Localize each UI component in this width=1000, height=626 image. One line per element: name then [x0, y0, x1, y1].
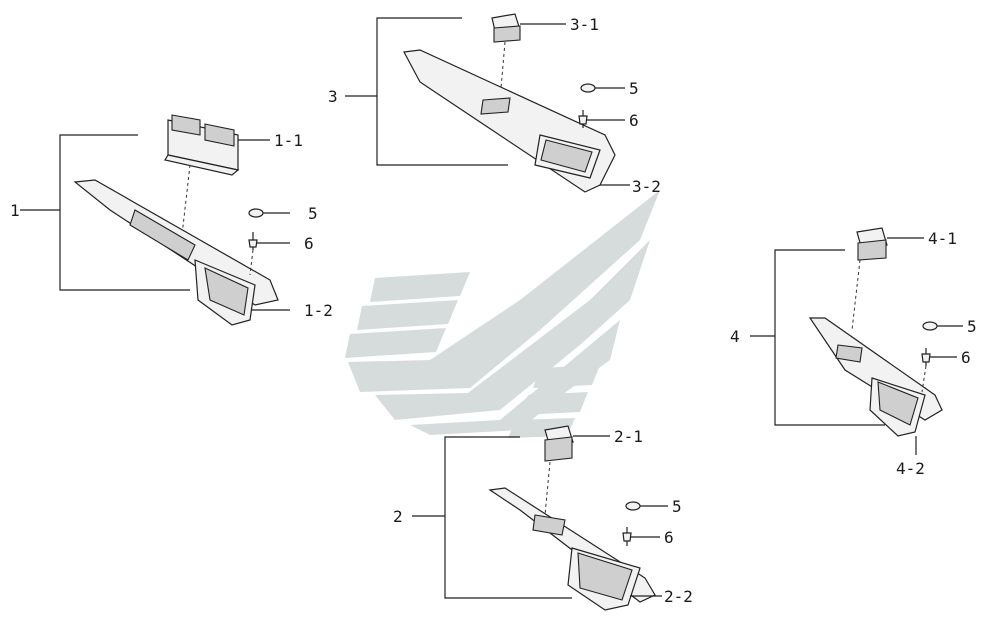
window-switch-1-1 [164, 114, 240, 176]
callout-1-2: 1-2 [304, 301, 333, 320]
bracket-3 [376, 17, 508, 166]
callout-3: 3 [328, 87, 338, 106]
armrest-panel-3 [403, 49, 616, 193]
clip-ring-5 [922, 321, 938, 331]
callout-3-5: 5 [629, 79, 639, 98]
callout-2-1: 2-1 [614, 427, 643, 446]
screw-6 [921, 348, 931, 366]
callout-3-6: 6 [629, 111, 639, 130]
callout-1-6: 6 [304, 234, 314, 253]
callout-1-5: 5 [308, 204, 318, 223]
assembly-group-4: 4 4-1 4-2 5 6 [730, 227, 977, 478]
callout-2-5: 5 [672, 497, 682, 516]
bracket-1 [59, 134, 190, 291]
window-switch-4-1 [856, 227, 888, 261]
callout-4-2: 4-2 [896, 459, 925, 478]
callout-4-6: 6 [961, 348, 971, 367]
clip-ring-5 [625, 501, 641, 511]
bracket-2 [444, 436, 572, 599]
callout-1-1: 1-1 [274, 131, 303, 150]
clip-ring-5 [580, 83, 596, 93]
window-switch-2-1 [544, 425, 574, 462]
armrest-panel-1 [73, 179, 279, 326]
callout-4-1: 4-1 [928, 229, 957, 248]
screw-6 [248, 232, 258, 250]
screw-6 [578, 110, 588, 128]
window-switch-3-1 [491, 13, 521, 43]
assembly-group-3: 3 3-1 3-2 5 6 [328, 13, 661, 196]
callout-2-6: 6 [664, 528, 674, 547]
callout-4: 4 [730, 327, 740, 346]
bracket-4 [774, 249, 885, 426]
clip-ring-5 [248, 208, 264, 218]
callout-2-2: 2-2 [664, 587, 693, 606]
assembly-group-2: 2 2-1 2-2 5 6 [393, 425, 693, 611]
screw-6 [622, 527, 632, 546]
callout-3-1: 3-1 [570, 15, 599, 34]
assembly-group-1: 1 1-1 1-2 5 6 [10, 114, 333, 326]
armrest-panel-2 [488, 487, 656, 611]
callout-2: 2 [393, 507, 403, 526]
watermark-logo [345, 190, 660, 438]
callout-3-2: 3-2 [632, 177, 661, 196]
callout-1: 1 [10, 201, 20, 220]
armrest-panel-4 [808, 317, 943, 437]
callout-4-5: 5 [967, 317, 977, 336]
